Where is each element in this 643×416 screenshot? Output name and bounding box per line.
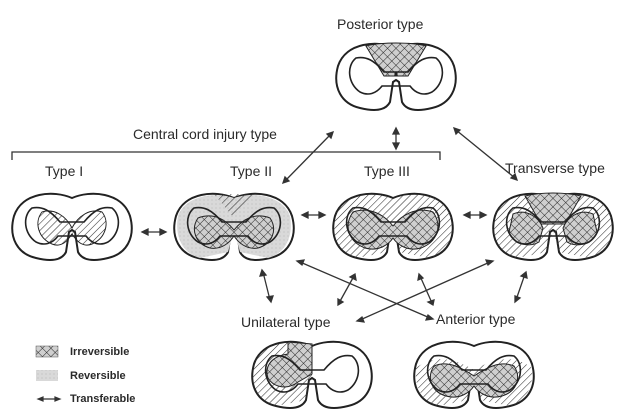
cord-unilateral [252, 342, 371, 408]
label-type-3: Type III [364, 163, 410, 179]
arrow-type2-unilateral [260, 270, 273, 302]
legend-irreversible-swatch [36, 346, 58, 357]
cord-type-1 [12, 194, 131, 260]
legend-reversible-swatch [36, 370, 58, 381]
label-anterior-type: Anterior type [436, 311, 515, 327]
cord-type-2 [174, 194, 293, 260]
arrow-type2-anterior [297, 260, 433, 320]
label-type-1: Type I [45, 163, 83, 179]
arrow-type3-transverse [464, 212, 486, 218]
label-unilateral-type: Unilateral type [241, 314, 331, 330]
legend-irreversible-label: Irreversible [70, 346, 129, 358]
legend-transferable-label: Transferable [70, 393, 135, 405]
arrow-type3-anterior [418, 274, 434, 305]
cord-posterior [336, 43, 455, 110]
arrow-type2-type3 [302, 212, 325, 218]
cord-transverse [493, 193, 612, 260]
label-central-cord-injury-type: Central cord injury type [133, 126, 277, 142]
label-transverse-type: Transverse type [505, 160, 605, 176]
arrow-posterior-type3 [393, 128, 399, 149]
arrow-type3-unilateral [338, 274, 356, 305]
arrow-type1-type2 [142, 229, 166, 235]
legend-reversible-label: Reversible [70, 370, 126, 382]
legend-transferable-arrow [38, 397, 60, 401]
label-type-2: Type II [230, 163, 272, 179]
arrow-posterior-type2 [283, 132, 333, 183]
arrow-transverse-anterior [515, 272, 527, 302]
cord-type-3 [333, 194, 452, 260]
label-posterior-type: Posterior type [337, 16, 423, 32]
cord-anterior [414, 342, 533, 408]
central-group-brace [12, 152, 440, 160]
